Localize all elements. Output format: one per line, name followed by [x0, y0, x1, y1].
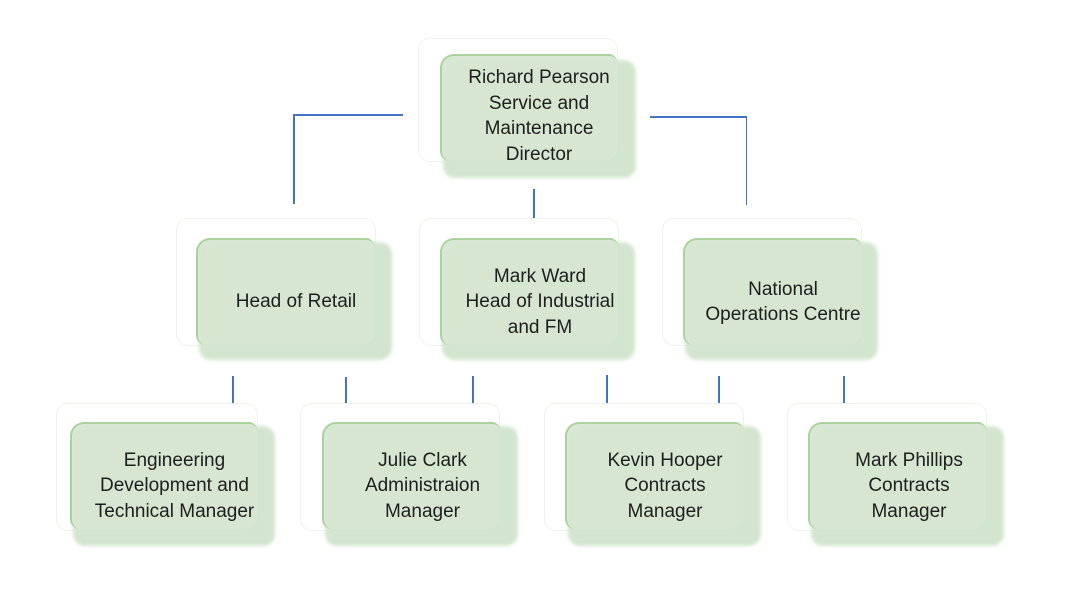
node-label: Mark Ward Head of Industrial and FM [465, 265, 615, 338]
node-card [565, 422, 743, 529]
node-label: Engineering Development and Technical Ma… [94, 449, 255, 522]
connector-director-right-v [745, 116, 747, 205]
node-card [196, 238, 374, 345]
connector-level2-6 [843, 376, 845, 405]
node-label: Kevin Hooper Contracts Manager [607, 449, 723, 522]
connector-level2-2 [345, 377, 347, 407]
connector-director-right-h [650, 116, 747, 118]
node-card [70, 422, 257, 529]
node-label: Head of Retail [235, 291, 357, 313]
connector-level2-1 [232, 376, 234, 405]
node-card [322, 422, 500, 529]
node-label: Julie Clark Administraion Manager [364, 449, 481, 522]
node-card [808, 422, 986, 529]
node-label: National Operations Centre [705, 278, 861, 326]
node-label: Richard Pearson Service and Maintenance … [468, 67, 610, 165]
node-card [440, 238, 618, 345]
connector-director-left-h [293, 114, 403, 116]
connector-director-center-v [533, 189, 535, 218]
node-label: Mark Phillips Contracts Manager [855, 449, 963, 522]
connector-level2-4 [606, 375, 608, 404]
node-card [440, 54, 617, 161]
connector-level2-3 [472, 376, 474, 405]
connector-level2-5 [718, 376, 720, 406]
connector-director-left-v [293, 114, 295, 204]
node-card [683, 238, 861, 345]
